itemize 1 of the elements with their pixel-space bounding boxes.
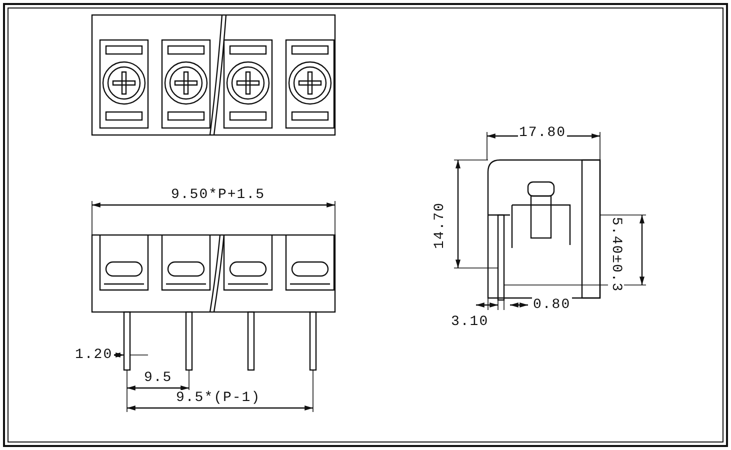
dimension-label: 5.40±0.3 — [608, 216, 624, 294]
